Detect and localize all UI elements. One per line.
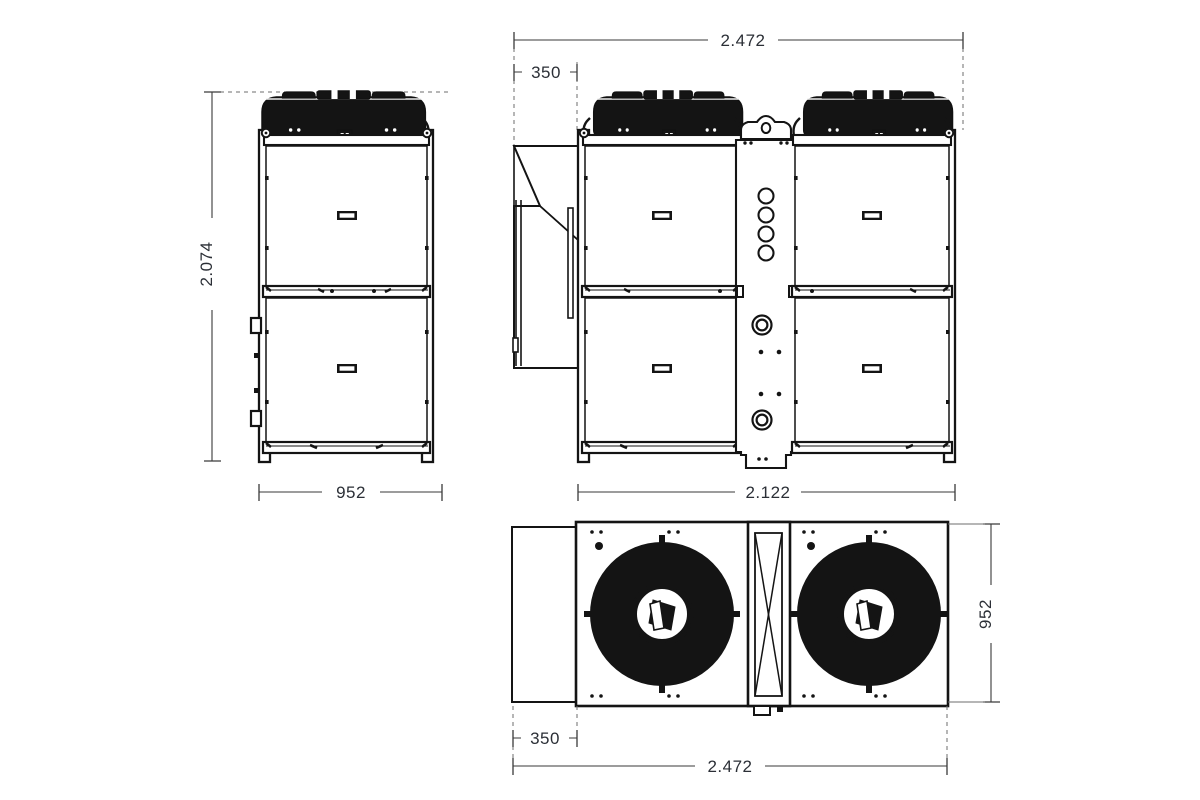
plan-offset-label: 350 [530, 729, 560, 748]
center-port-hole-1 [757, 187, 775, 205]
plan-depth-dimension: 952 [948, 523, 1003, 703]
center-grommet-upper [751, 314, 773, 336]
plan-overall-width-dimension: 2.472 [512, 755, 948, 777]
side-height-label: 2.074 [197, 241, 216, 286]
front-center-column [734, 114, 798, 470]
side-upper-handle [337, 211, 357, 220]
plan-bottom-tab [753, 705, 771, 716]
side-lower-panel [265, 297, 428, 443]
side-width-dimension: 952 [258, 481, 443, 503]
front-body-width-label: 2.122 [745, 483, 790, 502]
front-right-lower-handle [862, 364, 882, 373]
plan-overall-width-label: 2.472 [707, 757, 752, 776]
front-offset-label: 350 [531, 63, 561, 82]
plan-side-enclosure [511, 526, 579, 703]
front-right-upper-handle [862, 211, 882, 220]
front-offset-dimension: 350 [513, 61, 578, 83]
side-left-bracket-lower [249, 409, 263, 428]
front-overall-width-label: 2.472 [720, 31, 765, 50]
side-lower-handle [337, 364, 357, 373]
front-left-upper-handle [652, 211, 672, 220]
side-left-bracket-upper [249, 316, 263, 335]
front-left-column [576, 89, 744, 464]
plan-top-view: 952 350 2.472 [511, 520, 1003, 777]
plan-offset-dimension: 350 [512, 727, 578, 749]
side-width-label: 952 [336, 483, 366, 502]
plan-depth-label: 952 [976, 599, 995, 629]
side-cabinet-body [249, 117, 435, 464]
side-mid-rail [261, 284, 432, 299]
side-height-dimension: 2.074 [197, 91, 225, 462]
side-elevation-view: 2.074 [197, 89, 450, 503]
front-elevation-view: 2.472 350 [512, 29, 964, 503]
front-overall-width-dimension: 2.472 [513, 29, 964, 51]
side-top-rail [262, 133, 431, 147]
front-side-enclosure [512, 145, 579, 369]
center-port-hole-2 [757, 206, 775, 224]
side-bottom-rail [261, 440, 432, 455]
front-body-width-dimension: 2.122 [577, 481, 956, 503]
front-left-lower-handle [652, 364, 672, 373]
front-right-column [790, 89, 957, 464]
center-port-hole-4 [757, 244, 775, 262]
center-port-hole-3 [757, 225, 775, 243]
center-grommet-lower [751, 409, 773, 431]
